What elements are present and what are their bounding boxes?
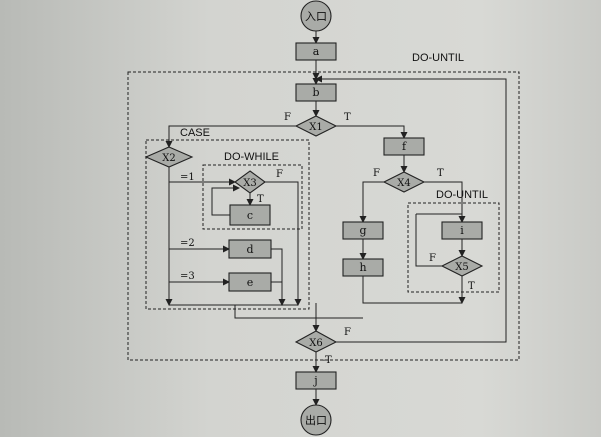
decision-x6: X6	[294, 330, 338, 353]
process-f-label: f	[402, 140, 407, 153]
decision-x1: X1	[294, 115, 338, 137]
x1-true-label: T	[344, 112, 351, 123]
x3-true-label: T	[257, 194, 264, 205]
exit-terminator: 出口	[300, 404, 332, 436]
process-e-label: e	[247, 276, 254, 289]
case-2-label: =2	[180, 238, 195, 249]
process-j-label: j	[312, 374, 317, 387]
process-i: i	[441, 221, 483, 240]
x4-true-label: T	[437, 168, 444, 179]
process-a-label: a	[313, 45, 320, 58]
process-f: f	[383, 137, 425, 156]
process-c-label: c	[247, 209, 253, 222]
process-h: h	[342, 258, 384, 277]
decision-x6-label: X6	[309, 338, 322, 349]
entry-label: 入口	[305, 10, 327, 23]
outer-do-until-frame	[127, 71, 520, 361]
process-d: d	[228, 239, 272, 259]
decision-x2: X2	[144, 146, 194, 168]
x3-false-label: F	[276, 169, 283, 180]
process-c: c	[229, 204, 271, 226]
decision-x1-label: X1	[309, 122, 322, 133]
x4-false-label: F	[373, 168, 380, 179]
process-g: g	[342, 221, 384, 240]
do-while-title: DO-WHILE	[224, 151, 279, 163]
flow-connectors	[165, 31, 507, 406]
process-j: j	[295, 371, 337, 390]
entry-terminator: 入口	[300, 0, 332, 32]
case-frame	[145, 139, 310, 310]
process-d-label: d	[246, 243, 253, 256]
x5-true-label: T	[468, 281, 475, 292]
decision-x5-label: X5	[455, 262, 468, 273]
x6-false-label: F	[344, 327, 351, 338]
x5-false-label: F	[429, 253, 436, 264]
case-title: CASE	[180, 127, 210, 139]
process-h-label: h	[359, 261, 366, 274]
x6-true-label: -T	[322, 355, 332, 366]
exit-label: 出口	[305, 413, 327, 427]
decision-x4-label: X4	[397, 178, 410, 189]
process-b-label: b	[312, 86, 319, 99]
decision-x3: X3	[234, 170, 266, 194]
x1-false-label: F	[284, 112, 291, 123]
process-g-label: g	[359, 224, 366, 237]
decision-x2-label: X2	[162, 153, 175, 164]
process-a: a	[295, 42, 337, 61]
case-1-label: =1	[180, 172, 195, 183]
decision-x4: X4	[382, 171, 426, 193]
process-b: b	[295, 83, 337, 102]
outer-do-until-title: DO-UNTIL	[412, 52, 464, 64]
inner-do-until-frame	[407, 202, 500, 293]
case-3-label: =3	[180, 271, 195, 282]
process-i-label: i	[460, 224, 464, 237]
do-while-frame	[202, 164, 303, 230]
decision-x3-label: X3	[243, 178, 256, 189]
decision-x5: X5	[440, 255, 484, 277]
process-e: e	[228, 272, 272, 292]
